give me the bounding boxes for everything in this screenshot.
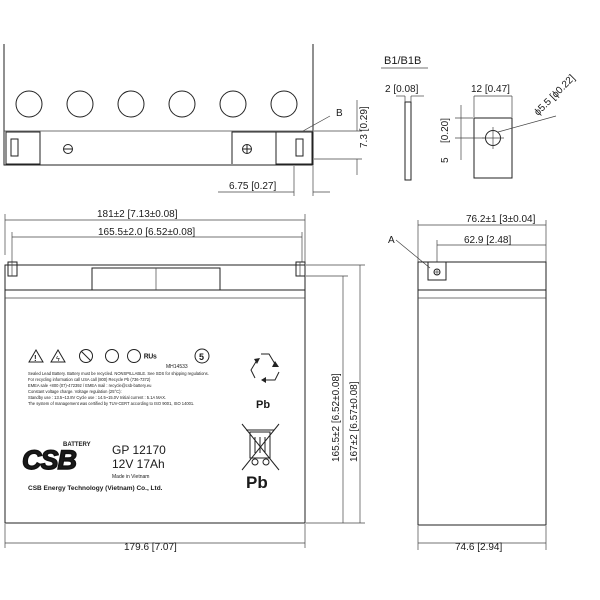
positive-terminal xyxy=(275,131,313,165)
minus-mark-icon xyxy=(63,144,73,154)
read-manual-icon xyxy=(105,349,119,363)
terminal-detail: B1/B1B 2 [0.08] 12 [0.47] ϕ5.5 [ϕ0.22] [… xyxy=(381,55,578,181)
dim-hole-height-mm: 5 xyxy=(440,157,451,163)
dim-front-inner: 165.5±2.0 [6.52±0.08] xyxy=(98,227,195,238)
pb-bin-label: Pb xyxy=(246,473,268,492)
battery-word: BATTERY xyxy=(63,442,91,448)
side-terminal xyxy=(427,261,447,281)
recycle-icon xyxy=(250,353,280,383)
dim-hole-diameter: ϕ5.5 [ϕ0.22] xyxy=(532,73,577,118)
warning-triangle-icon xyxy=(28,349,44,363)
vent-cap xyxy=(219,90,247,118)
no-fire-icon xyxy=(79,349,93,363)
warning-line: For recycling information call USA call … xyxy=(28,377,151,382)
warning-line: The system of management was certified b… xyxy=(28,401,194,406)
mh-code: MH14533 xyxy=(166,364,188,370)
model-number: GP 12170 xyxy=(112,443,166,457)
dim-terminal-width: 12 [0.47] xyxy=(471,84,510,95)
dim-top-height: 7.3 [0.29] xyxy=(359,106,370,148)
pb-recycle-label: Pb xyxy=(256,399,270,411)
top-view: B 7.3 [0.29] 6.75 [0.27] xyxy=(3,44,370,196)
dim-front-height-2: 167±2 [6.57±0.08] xyxy=(349,381,360,462)
rating: 12V 17Ah xyxy=(112,457,165,471)
side-view: 76.2±1 [3±0.04] 62.9 [2.48] A 74.6 [2.94… xyxy=(388,214,547,553)
detail-title: B1/B1B xyxy=(384,55,421,67)
vent-cap xyxy=(270,90,298,118)
dim-side-overall: 76.2±1 [3±0.04] xyxy=(466,214,536,225)
dim-terminal-thickness: 2 [0.08] xyxy=(385,84,419,95)
crossed-bin-icon xyxy=(241,423,280,471)
negative-terminal xyxy=(5,131,41,165)
callout-b: B xyxy=(336,108,343,119)
vent-cap xyxy=(15,90,43,118)
battery-side-case xyxy=(417,261,547,526)
dim-front-height-1: 165.5±2 [6.52±0.08] xyxy=(331,373,342,462)
callout-a: A xyxy=(388,235,395,246)
dim-front-overall: 181±2 [7.13±0.08] xyxy=(97,209,178,220)
front-terminal-left xyxy=(7,261,18,277)
warning-line: Standby use : 13.5~13.8V Cycle use : 14.… xyxy=(28,395,166,400)
dim-hole-height-inch: [0.20] xyxy=(440,118,451,143)
terminal-plate xyxy=(473,117,513,179)
dim-side-inner: 62.9 [2.48] xyxy=(464,235,511,246)
svg-text:!: ! xyxy=(34,354,37,363)
made-in: Made in Vietnam xyxy=(112,474,149,480)
warning-pictograms: ! ϟ ᴿᵁˢ 5 MH14533 xyxy=(28,348,210,370)
plus-mark-icon xyxy=(242,144,252,154)
svg-text:ϟ: ϟ xyxy=(56,356,60,363)
svg-text:5: 5 xyxy=(199,352,204,362)
warning-text: Sealed Lead Battery. Battery must be rec… xyxy=(28,371,209,406)
vent-cap xyxy=(66,90,94,118)
vent-cap xyxy=(117,90,145,118)
vent-cap xyxy=(168,90,196,118)
recycle-5-icon xyxy=(194,348,210,364)
dim-front-bottom: 179.6 [7.07] xyxy=(124,542,177,553)
electric-hazard-icon xyxy=(50,349,66,363)
battery-front-case xyxy=(4,264,306,524)
front-view: 181±2 [7.13±0.08] 165.5±2.0 [6.52±0.08] … xyxy=(4,209,365,553)
warning-line: EMEA sale +800 (07)-472392 / EMEA mail :… xyxy=(28,383,151,388)
ul-mark-icon: ᴿᵁˢ xyxy=(144,353,157,364)
csb-logo: CSB xyxy=(22,445,77,475)
dim-top-offset: 6.75 [0.27] xyxy=(229,181,276,192)
company-name: CSB Energy Technology (Vietnam) Co., Ltd… xyxy=(28,485,163,492)
eye-protection-icon xyxy=(127,349,141,363)
terminal-side-profile xyxy=(404,101,412,181)
warning-line: Constant voltage charge. Voltage regulat… xyxy=(28,389,122,394)
dim-side-bottom: 74.6 [2.94] xyxy=(455,542,502,553)
front-terminal-right xyxy=(295,261,306,277)
warning-line: Sealed Lead Battery. Battery must be rec… xyxy=(28,371,209,376)
